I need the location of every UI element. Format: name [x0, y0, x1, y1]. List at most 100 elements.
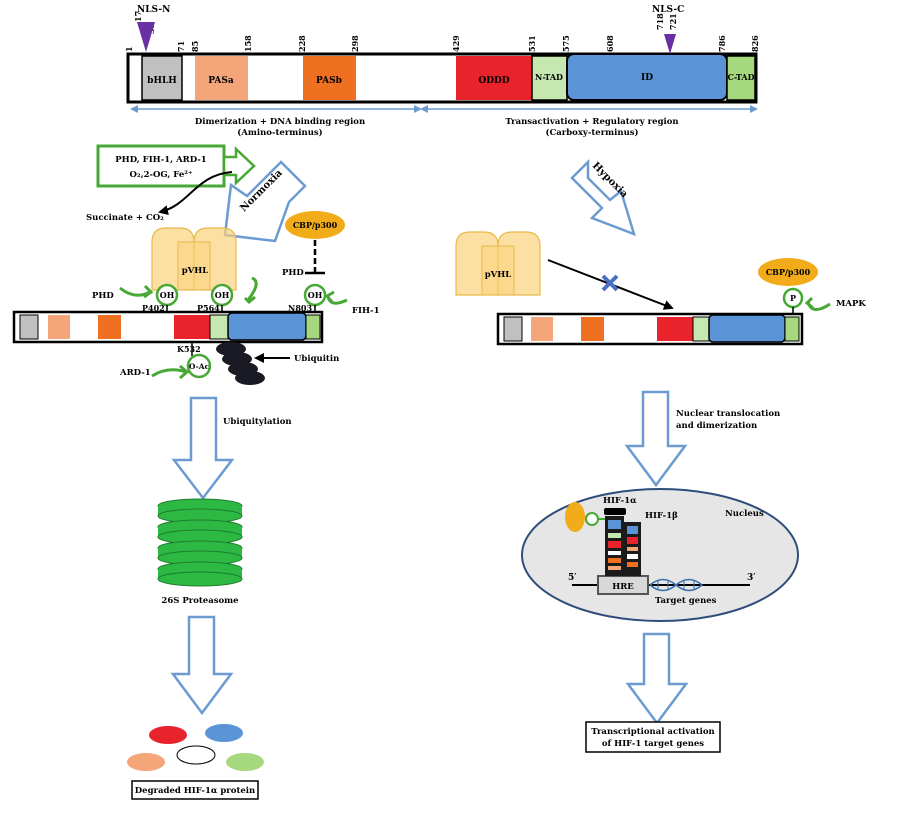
domain-bar: bHLH PASa PASb ODDD N-TAD ID C-TAD 1 17 …: [124, 5, 760, 138]
hypoxia-pathway: Hypoxia pVHL CBP/p300 P MAPK: [455, 158, 866, 753]
ubiquitylation-arrow: [171, 396, 235, 501]
position-721: 721: [668, 13, 678, 30]
phospho-nuclear-circle: [585, 512, 599, 526]
nls-c-label: NLS-C: [652, 5, 684, 15]
block-cross-icon: [601, 274, 619, 292]
cofactor-line-2: O₂,2-OG, Fe²⁺: [130, 170, 193, 180]
result-line-2: of HIF-1 target genes: [602, 739, 704, 749]
hif1a-label: HIF-1α: [603, 496, 637, 506]
fragment-orange: [127, 753, 165, 771]
cbp-normoxia-label: CBP/p300: [293, 220, 338, 230]
byproduct-label: Succinate + CO₂: [86, 213, 164, 223]
result-line-1: Transcriptional activation: [591, 727, 714, 737]
pvhl-normoxia: [151, 227, 237, 291]
phd-top-label: PHD: [282, 268, 304, 278]
amino-region-title: Dimerization + DNA binding region: [195, 117, 365, 127]
oh-p402-label: OH: [160, 290, 175, 300]
pvhl-hypoxia: [455, 231, 541, 296]
ntad-label: N-TAD: [535, 72, 563, 82]
activation-arrow: [625, 632, 689, 726]
phd-left-label: PHD: [92, 291, 114, 301]
pasb-domain: [303, 56, 356, 100]
position-228: 228: [297, 35, 307, 52]
oac-label: O-Ac: [189, 362, 210, 371]
ubiquitin-label: Ubiquitin: [294, 354, 339, 364]
ubiquitin-chain: [216, 342, 265, 385]
p564-curl-arrow: [243, 276, 258, 305]
proteasome: [157, 498, 243, 587]
position-1: 1: [124, 46, 134, 52]
ntad-domain: [531, 55, 568, 101]
fih-curl-arrow: [324, 290, 348, 305]
oh-p564-label: OH: [215, 290, 230, 300]
hif1b-label: HIF-1β: [645, 511, 678, 521]
fragment-white: [176, 745, 216, 765]
acetyl-circle: [186, 353, 212, 379]
fih-label: FIH-1: [352, 306, 380, 316]
translocation-line-2: and dimerization: [676, 421, 757, 431]
normoxia-pathway: PHD, FIH-1, ARD-1 O₂,2-OG, Fe²⁺ Succinat…: [12, 144, 380, 800]
position-608: 608: [605, 35, 615, 52]
pasa-domain: [195, 56, 248, 100]
byproduct-arrow: [158, 171, 233, 216]
nls-n-label: NLS-N: [137, 5, 170, 15]
carboxy-region-subtitle: (Carboxy-terminus): [545, 127, 638, 138]
pvhl-hypoxia-label: pVHL: [485, 270, 512, 280]
oddd-label: ODDD: [478, 76, 509, 86]
degraded-box: [131, 780, 259, 800]
position-718: 718: [655, 13, 665, 30]
mapk-curl-arrow: [804, 296, 831, 311]
hypoxia-arrow: [570, 158, 636, 237]
cbp-normoxia: [285, 211, 345, 239]
position-531: 531: [527, 35, 537, 52]
nucleus-label: Nucleus: [725, 509, 764, 519]
translocation-arrow: [624, 390, 688, 488]
ctad-label: C-TAD: [727, 72, 754, 82]
cbp-hypoxia: [758, 258, 818, 286]
position-298: 298: [350, 35, 360, 52]
hif1-dimer: [604, 508, 641, 576]
degradation-arrow: [170, 615, 234, 716]
nls-c-marker: [664, 34, 676, 54]
position-85: 85: [190, 41, 200, 52]
p564-label: P564: [197, 303, 220, 313]
n803-label: N803: [288, 303, 312, 313]
k532-label: K532: [177, 344, 201, 354]
ctad-domain: [726, 55, 756, 101]
position-429: 429: [451, 35, 461, 52]
degraded-label: Degraded HIF-1α protein: [135, 786, 255, 796]
position-158: 158: [243, 35, 253, 52]
phospho-label: P: [790, 293, 796, 303]
hre-label: HRE: [612, 582, 634, 592]
fragment-blue: [205, 724, 243, 742]
oddd-domain: [456, 56, 532, 100]
dna-helix-icon: [649, 578, 703, 592]
pasa-label: PASa: [208, 76, 234, 86]
position-826: 826: [750, 35, 760, 52]
position-575: 575: [561, 35, 571, 52]
p402-label: P402: [142, 303, 165, 313]
cbp-nuclear: [565, 502, 585, 532]
result-box: [585, 721, 721, 753]
translocation-line-1: Nuclear translocation: [676, 409, 780, 419]
position-71: 71: [176, 41, 186, 52]
carboxy-region-title: Transactivation + Regulatory region: [505, 117, 678, 127]
pasb-label: PASb: [316, 76, 342, 86]
ubiquitylation-label: Ubiquitylation: [223, 417, 292, 427]
amino-region-subtitle: (Amino-terminus): [237, 127, 322, 138]
target-genes-label: Target genes: [655, 596, 717, 606]
pvhl-normoxia-label: pVHL: [182, 266, 209, 276]
cofactor-arrow: [222, 146, 256, 186]
ard-curl-arrow: [151, 364, 190, 380]
bhlh-domain: [141, 55, 183, 101]
three-prime-label: 3′: [747, 573, 756, 583]
position-786: 786: [717, 35, 727, 52]
normoxia-arrow: [223, 160, 307, 243]
proteasome-label: 26S Proteasome: [161, 596, 239, 606]
position-17: 17: [133, 11, 143, 22]
nls-n-marker: [137, 22, 155, 52]
cbp-hypoxia-label: CBP/p300: [766, 267, 811, 277]
mapk-label: MAPK: [836, 299, 866, 309]
